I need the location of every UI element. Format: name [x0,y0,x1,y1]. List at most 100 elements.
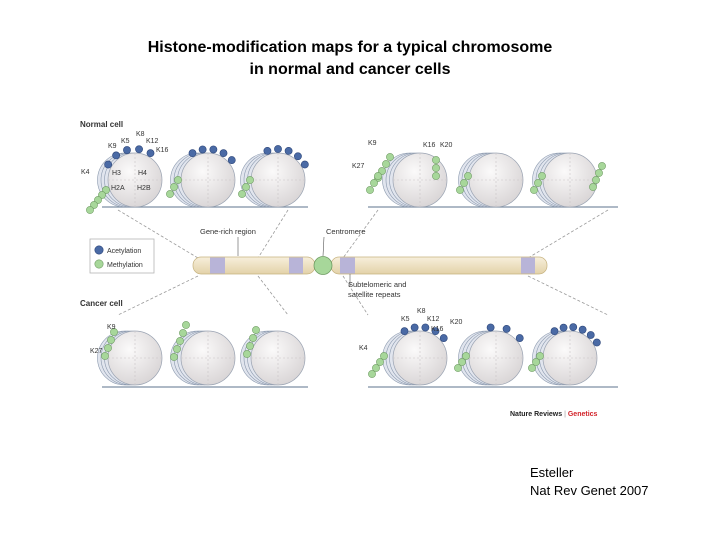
citation: Esteller Nat Rev Genet 2007 [530,464,649,500]
acetylation-legend-label: Acetylation [107,248,141,255]
methylation-mark [170,183,177,190]
normal-cell-label: Normal cell [80,120,123,129]
residue-label: K9 [368,140,377,147]
acetylation-legend-marker [95,246,103,254]
residue-label: K8 [417,308,426,315]
methylation-mark [589,183,596,190]
nucleosome [459,153,524,207]
histone-label: H2B [137,185,151,192]
acetylation-mark [264,147,271,154]
acetylation-mark [135,146,142,153]
acetylation-mark [516,334,523,341]
acetylation-mark [411,324,418,331]
methylation-mark [86,206,93,213]
methylation-mark [370,179,377,186]
methylation-mark [174,176,181,183]
methylation-mark [170,353,177,360]
nucleosome [533,153,598,207]
histone-label: H4 [138,170,147,177]
acetylation-mark [228,156,235,163]
methylation-mark [252,326,259,333]
acetylation-mark [113,152,120,159]
residue-label: K16 [423,142,436,149]
chromosome-band [210,258,225,274]
methylation-mark [432,172,439,179]
histone-map-figure: Normal cell Cancer cell K4 K5 K8 K9 K12 … [78,110,618,420]
methylation-mark [598,162,605,169]
methylation-mark [592,176,599,183]
journal-name: Nature Reviews [510,411,562,418]
methylation-mark [107,336,114,343]
acetylation-mark [147,150,154,157]
methylation-mark [238,190,245,197]
methylation-mark [534,179,541,186]
centromere-label: Centromere [326,227,366,236]
methylation-mark [460,179,467,186]
acetylation-mark [422,324,429,331]
acetylation-mark [440,334,447,341]
residue-label: K20 [440,142,453,149]
methylation-mark [166,190,173,197]
residue-label: K16 [156,147,169,154]
methylation-mark [382,160,389,167]
methylation-mark [101,352,108,359]
residue-label: K4 [81,169,90,176]
acetylation-mark [285,147,292,154]
chromosome-band [340,258,355,274]
acetylation-mark [551,328,558,335]
methylation-mark [538,172,545,179]
methylation-mark [104,344,111,351]
acetylation-mark [199,146,206,153]
methylation-mark [530,186,537,193]
acetylation-mark [123,146,130,153]
zoom-line [528,276,608,315]
journal-section: Genetics [568,411,598,418]
methylation-mark [368,370,375,377]
gene-rich-region-label: Gene-rich region [200,227,256,236]
methylation-mark [432,164,439,171]
residue-label: K8 [136,131,145,138]
residue-label: K9 [108,143,117,150]
slide-title: Histone-modification maps for a typical … [0,37,700,81]
methylation-mark [386,153,393,160]
methylation-mark [374,172,381,179]
histone-label: H3 [112,170,121,177]
histone-label: H2A [111,185,125,192]
journal-credit: Nature Reviews | Genetics [510,411,598,418]
acetylation-mark [579,326,586,333]
centromere-pointer [323,237,324,256]
acetylation-mark [401,328,408,335]
methylation-mark [432,156,439,163]
acetylation-mark [570,324,577,331]
chromosome-band [289,258,303,274]
zoom-line [528,210,608,258]
legend: Acetylation Methylation [90,239,154,273]
methylation-mark [242,183,249,190]
residue-label: K27 [90,348,103,355]
acetylation-mark [210,146,217,153]
residue-label: K9 [107,324,116,331]
acetylation-mark [105,161,112,168]
nucleosome [383,331,448,385]
acetylation-mark [274,145,281,152]
methylation-mark [249,334,256,341]
acetylation-mark [587,331,594,338]
residue-label: K27 [352,163,365,170]
acetylation-mark [560,324,567,331]
citation-journal: Nat Rev Genet 2007 [530,482,649,500]
methylation-mark [173,345,180,352]
methylation-legend-marker [95,260,103,268]
residue-label: K5 [121,138,130,145]
methylation-mark [456,186,463,193]
title-line-2: in normal and cancer cells [0,59,700,81]
residue-label: K12 [427,316,440,323]
cancer-cell-label: Cancer cell [80,299,123,308]
methylation-mark [182,321,189,328]
methylation-mark [246,342,253,349]
centromere [314,257,332,275]
residue-label: K16 [431,326,444,333]
acetylation-mark [301,161,308,168]
methylation-mark [366,186,373,193]
zoom-line [258,210,288,258]
residue-label: K12 [146,138,159,145]
